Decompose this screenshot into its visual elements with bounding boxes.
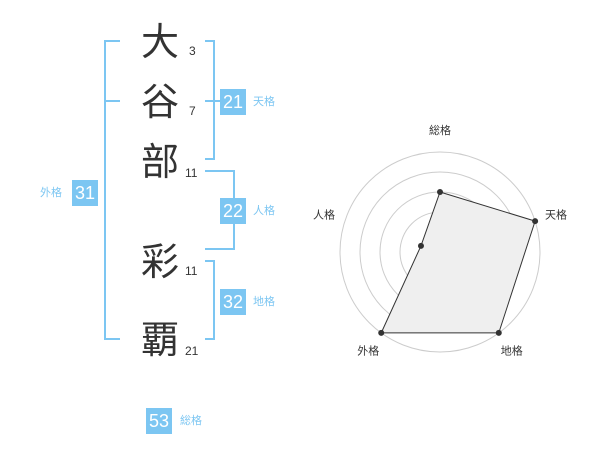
soukaku-badge: 53 — [146, 408, 173, 434]
radar-axis-label: 外格 — [357, 344, 379, 358]
gaikaku-badge: 31 — [72, 180, 99, 206]
radar-axis-label: 地格 — [501, 344, 523, 358]
radar-point — [495, 329, 502, 336]
tenkaku-bracket-tick — [205, 158, 215, 160]
soukaku-label: 総格 — [180, 414, 202, 427]
gaikaku-label: 外格 — [40, 186, 62, 199]
radar-point — [417, 242, 424, 249]
jinkaku-bracket-tick — [205, 248, 235, 250]
kanji-char: 谷 — [140, 80, 179, 124]
gaikaku-bracket-tick — [104, 100, 120, 102]
stroke-count: 7 — [189, 104, 196, 118]
tenkaku-label: 天格 — [253, 95, 275, 108]
jinkaku-bracket-tick — [205, 170, 235, 172]
kanji-char: 大 — [140, 20, 179, 64]
radar-point — [378, 329, 385, 336]
jinkaku-badge: 22 — [220, 198, 247, 224]
kanji-char: 彩 — [140, 240, 179, 284]
chikaku-bracket-tick — [205, 260, 215, 262]
radar-axis-label: 人格 — [313, 207, 335, 221]
tenkaku-bracket-ext — [213, 100, 215, 160]
kanji-char: 覇 — [140, 318, 179, 362]
tenkaku-badge: 21 — [220, 89, 247, 115]
radar-axis-label: 総格 — [429, 123, 451, 137]
chikaku-badge: 32 — [220, 289, 247, 315]
radar-polygon — [380, 191, 536, 334]
chikaku-bracket — [213, 260, 215, 340]
radar-grid-ring — [339, 151, 541, 353]
stroke-count: 3 — [189, 44, 196, 58]
tenkaku-bracket-tick — [205, 40, 215, 42]
radar-points — [378, 189, 539, 336]
stroke-count: 21 — [185, 344, 199, 358]
radar-point — [532, 218, 539, 225]
stroke-count: 11 — [185, 166, 198, 180]
radar-axis-label: 天格 — [545, 207, 567, 221]
radar-point — [437, 189, 443, 195]
jinkaku-label: 人格 — [253, 204, 275, 217]
chikaku-bracket-tick — [205, 338, 215, 340]
kanji-char: 部 — [140, 140, 179, 184]
gaikaku-bracket — [104, 40, 106, 340]
tenkaku-bracket-tick — [205, 100, 215, 102]
chikaku-label: 地格 — [253, 295, 275, 308]
tenkaku-bracket-mid — [213, 100, 221, 102]
gaikaku-bracket-tick — [104, 338, 120, 340]
stroke-count: 11 — [185, 264, 198, 278]
gaikaku-bracket-tick — [104, 40, 120, 42]
tenkaku-bracket — [213, 40, 215, 102]
